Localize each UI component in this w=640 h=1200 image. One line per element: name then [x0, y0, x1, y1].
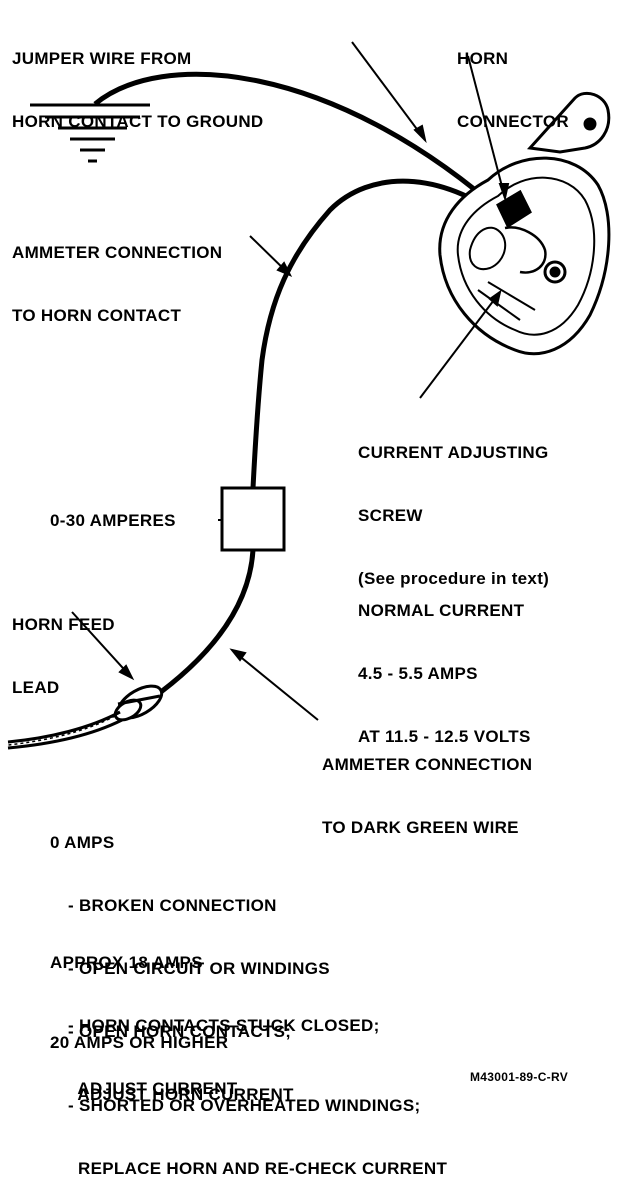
leader-lines: [71, 41, 510, 721]
horn-current-diagram: [7, 41, 611, 750]
adjusting-screw-label-line-1: CURRENT ADJUSTING: [358, 443, 549, 462]
horn-connector-label: HORN CONNECTOR: [457, 6, 569, 153]
ammeter-box: [220, 486, 286, 552]
adjusting-screw-label-line-2: SCREW: [358, 506, 423, 525]
normal-current-line-1: NORMAL CURRENT: [358, 601, 525, 620]
ammeter-green-wire-label: AMMETER CONNECTION TO DARK GREEN WIRE: [322, 712, 532, 859]
diagnosis-item: - BROKEN CONNECTION: [68, 896, 277, 915]
ground-symbol: [30, 103, 150, 163]
ammeter-horn-contact-label-line-2: TO HORN CONTACT: [12, 306, 182, 325]
jumper-wire-label-line-1: JUMPER WIRE FROM: [12, 49, 192, 68]
wire-connector: [113, 684, 164, 722]
horn-feed-label-line-1: HORN FEED: [12, 615, 115, 634]
diagnosis-heading: APPROX 18 AMPS: [50, 953, 203, 972]
horn-connector-label-line-2: CONNECTOR: [457, 112, 569, 131]
jumper-wire: [93, 71, 507, 217]
figure-id: M43001-89-C-RV: [470, 1070, 569, 1084]
jumper-wire-label: JUMPER WIRE FROM HORN CONTACT TO GROUND: [12, 6, 264, 153]
jumper-wire-label-line-2: HORN CONTACT TO GROUND: [12, 112, 264, 131]
horn-feed-label-line-2: LEAD: [12, 678, 60, 697]
ammeter-green-wire-label-line-2: TO DARK GREEN WIRE: [322, 818, 519, 837]
horn-feed-label: HORN FEED LEAD: [12, 572, 115, 719]
diagnosis-item: - OPEN CIRCUIT OR WINDINGS: [68, 959, 330, 978]
normal-current-line-2: 4.5 - 5.5 AMPS: [358, 664, 478, 683]
adjusting-screw-label: CURRENT ADJUSTING SCREW (See procedure i…: [358, 400, 549, 610]
diagnosis-item: - OPEN HORN CONTACTS;: [68, 1022, 292, 1041]
diagnosis-heading: 20 AMPS OR HIGHER: [50, 1033, 229, 1052]
diagnosis-heading: 0 AMPS: [50, 833, 115, 852]
ammeter-horn-contact-label-line-1: AMMETER CONNECTION: [12, 243, 223, 262]
meter-range-label: 0-30 AMPERES: [50, 511, 176, 530]
diagnosis-item: - HORN CONTACTS STUCK CLOSED;: [68, 1016, 380, 1035]
ammeter-horn-contact-label: AMMETER CONNECTION TO HORN CONTACT: [12, 200, 222, 347]
adjusting-screw-label-line-3: (See procedure in text): [358, 569, 550, 588]
normal-current-label: NORMAL CURRENT 4.5 - 5.5 AMPS AT 11.5 - …: [358, 558, 531, 768]
horn-feed-harness: [7, 710, 123, 750]
ammeter-wire-lower: [148, 549, 256, 703]
horn-connector-label-line-1: HORN: [457, 49, 509, 68]
horn-body: [438, 91, 611, 356]
diagnosis-zero-amps: 0 AMPS - BROKEN CONNECTION - OPEN CIRCUI…: [50, 790, 330, 1126]
diagnosis-20-amps: 20 AMPS OR HIGHER - SHORTED OR OVERHEATE…: [50, 990, 447, 1200]
ammeter-green-wire-label-line-1: AMMETER CONNECTION: [322, 755, 533, 774]
diagnosis-item: - SHORTED OR OVERHEATED WINDINGS;: [68, 1096, 421, 1115]
normal-current-line-3: AT 11.5 - 12.5 VOLTS: [358, 727, 531, 746]
ammeter-wire-upper: [250, 178, 507, 489]
diagnosis-item: REPLACE HORN AND RE-CHECK CURRENT: [68, 1159, 448, 1178]
